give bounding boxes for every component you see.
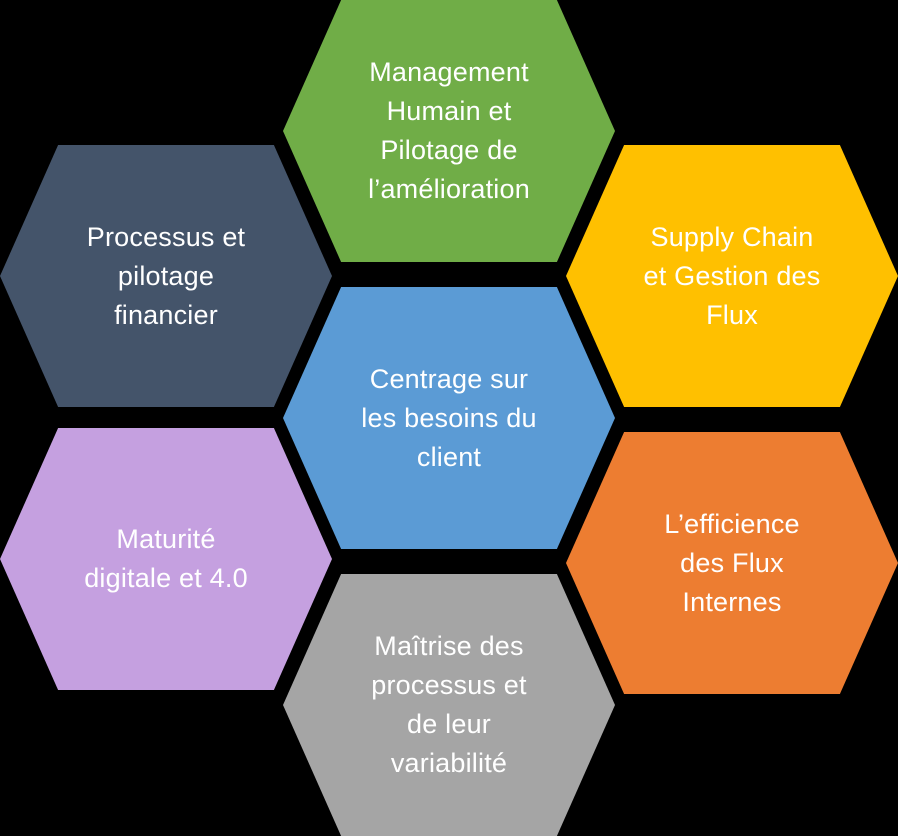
hexagon-label: Centrage sur les besoins du client <box>361 363 537 472</box>
hexagon-centrage-client: Centrage sur les besoins du client <box>283 287 615 549</box>
hexagon-efficience-flux: L’efficience des Flux Internes <box>566 432 898 694</box>
hexagon-label: Processus et pilotage financier <box>86 221 246 330</box>
hexagon-label: Supply Chain et Gestion des Flux <box>643 221 821 330</box>
hexagon-label: Maturité digitale et 4.0 <box>84 524 248 593</box>
hexagon-processus-financier: Processus et pilotage financier <box>0 145 332 407</box>
hexagon-maturite-digitale: Maturité digitale et 4.0 <box>0 428 332 690</box>
hexagon-management-humain: Management Humain et Pilotage de l’améli… <box>283 0 615 262</box>
hexagon-label: Management Humain et Pilotage de l’améli… <box>368 57 530 204</box>
hexagon-maitrise-processus: Maîtrise des processus et de leur variab… <box>283 574 615 836</box>
hexagon-label: L’efficience des Flux Internes <box>664 508 800 617</box>
hexagon-supply-chain: Supply Chain et Gestion des Flux <box>566 145 898 407</box>
hexagon-label: Maîtrise des processus et de leur variab… <box>371 631 527 778</box>
